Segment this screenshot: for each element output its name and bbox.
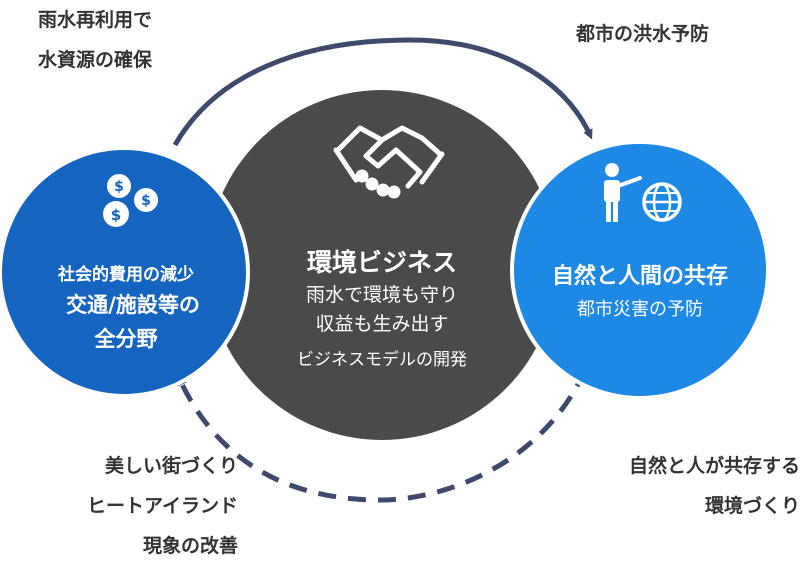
right-circle: [510, 140, 770, 400]
top-left-caption-line-2: 水資源の確保: [38, 49, 153, 71]
svg-text:$: $: [114, 179, 124, 195]
top-right-caption-line-1: 都市の洪水予防: [576, 23, 710, 45]
left-circle-text: 社会的費用の減少 交通/施設等の 全分野: [10, 262, 242, 356]
svg-text:$: $: [141, 193, 151, 209]
coins-icon: $ $ $: [103, 174, 158, 227]
presenter-globe-icon: [604, 163, 682, 222]
top-left-caption: 雨水再利用で 水資源の確保: [38, 0, 152, 80]
left-line-3: 全分野: [94, 327, 158, 351]
right-title: 自然と人間の共存: [551, 264, 728, 289]
center-circle: [207, 90, 557, 440]
center-line-3: ビジネスモデルの開発: [297, 350, 467, 370]
left-line-1: 社会的費用の減少: [58, 265, 194, 285]
top-right-caption: 都市の洪水予防: [576, 14, 709, 54]
bottom-left-caption-line-3: 現象の改善: [142, 535, 238, 557]
top-left-caption-line-1: 雨水再利用で: [38, 9, 153, 31]
bottom-right-caption: 自然と人が共存する 環境づくり: [629, 446, 800, 526]
bottom-cycle-arrow: [177, 368, 588, 503]
top-cycle-arrow: [172, 37, 593, 147]
left-line-2: 交通/施設等の: [66, 293, 200, 317]
center-line-2: 収益も生み出す: [315, 313, 449, 335]
center-circle-text: 環境ビジネス 雨水で環境も守り 収益も生み出す ビジネスモデルの開発: [257, 245, 507, 377]
right-circle-text: 自然と人間の共存 都市災害の予防: [512, 260, 768, 326]
bottom-right-caption-line-1: 自然と人が共存する: [628, 455, 800, 477]
bottom-left-caption: 美しい街づくり ヒートアイランド 現象の改善: [87, 446, 238, 566]
bottom-left-caption-line-2: ヒートアイランド: [86, 495, 238, 517]
handshake-icon: [333, 125, 445, 199]
left-circle: [0, 146, 250, 398]
svg-text:$: $: [111, 206, 121, 224]
bottom-right-caption-line-2: 環境づくり: [704, 495, 800, 517]
center-title: 環境ビジネス: [306, 248, 457, 277]
right-subtitle: 都市災害の予防: [577, 299, 703, 320]
bottom-left-caption-line-1: 美しい街づくり: [104, 455, 238, 477]
center-line-1: 雨水で環境も守り: [305, 284, 458, 306]
